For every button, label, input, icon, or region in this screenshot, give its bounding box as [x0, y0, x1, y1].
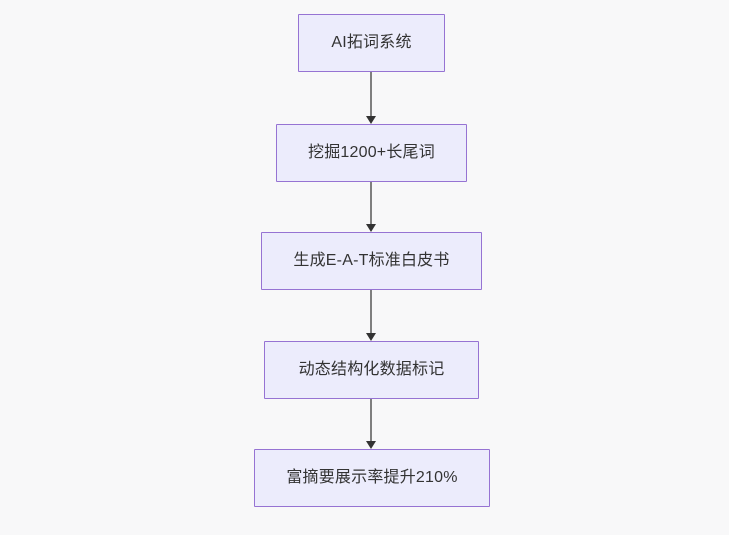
flow-node-label: 动态结构化数据标记	[298, 361, 445, 379]
arrowhead-icon	[365, 224, 376, 232]
arrowhead-icon	[365, 441, 376, 449]
connector-line	[370, 399, 372, 441]
flow-node-label: 挖掘1200+长尾词	[308, 144, 435, 162]
flow-node-label: 富摘要展示率提升210%	[286, 469, 458, 487]
flow-node-generate-eat-whitepaper[interactable]: 生成E-A-T标准白皮书	[261, 232, 482, 290]
flow-connector-4	[361, 399, 381, 449]
arrowhead-icon	[365, 333, 376, 341]
flow-node-rich-snippet-rate-increase[interactable]: 富摘要展示率提升210%	[254, 449, 490, 507]
connector-line	[370, 182, 372, 224]
flow-node-ai-keyword-system[interactable]: AI拓词系统	[298, 14, 445, 72]
connector-line	[370, 72, 372, 116]
flow-node-label: AI拓词系统	[331, 34, 412, 52]
flow-node-mine-longtail-keywords[interactable]: 挖掘1200+长尾词	[276, 124, 467, 182]
flow-connector-2	[361, 182, 381, 232]
flow-node-dynamic-structured-data-markup[interactable]: 动态结构化数据标记	[264, 341, 479, 399]
flow-node-label: 生成E-A-T标准白皮书	[293, 252, 450, 270]
flow-connector-1	[361, 72, 381, 124]
flow-connector-3	[361, 290, 381, 341]
arrowhead-icon	[365, 116, 376, 124]
connector-line	[370, 290, 372, 333]
